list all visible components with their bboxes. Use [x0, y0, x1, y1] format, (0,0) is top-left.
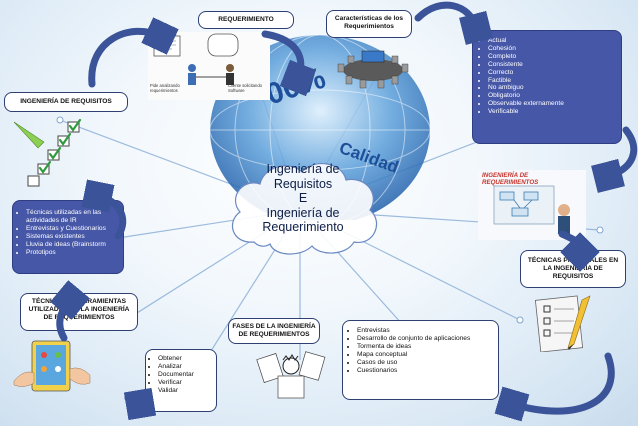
list-item: Entrevistas — [357, 327, 493, 335]
caracteristicas-title-box: Características de los Requerimientos — [326, 10, 412, 38]
arrow-to-ing-requerimientos — [608, 126, 638, 176]
list-item: Completo — [488, 53, 615, 61]
paperwork-person-image — [256, 351, 326, 399]
ing-requisitos-title: INGENIERÍA DE REQUISITOS — [20, 98, 112, 105]
arrow-requerimiento-down — [261, 30, 301, 78]
fases-list-box: Obtener Analizar Documentar Verificar Va… — [145, 349, 217, 412]
center-title: Ingeniería de Requisitos E Ingeniería de… — [236, 162, 370, 235]
list-item: Validar — [158, 387, 213, 395]
center-line-2: Requisitos — [273, 176, 333, 191]
tecnicas-principales-list: Entrevistas Desarrollo de conjunto de ap… — [348, 327, 493, 374]
list-item: Mapa conceptual — [357, 351, 493, 359]
arrow-to-tecnicas-list — [98, 196, 127, 240]
fases-title: FASES DE LA INGENIERÍA DE REQUERIMIENTOS — [232, 323, 316, 338]
arrow-to-caracteristicas — [414, 1, 476, 28]
list-item: Documentar — [158, 371, 213, 379]
list-item: Verificable — [488, 108, 615, 116]
list-item: Casos de uso — [357, 359, 493, 367]
list-item: Entrevistas y Cuestionarios — [26, 225, 119, 233]
arrow-to-tecnicas-herr — [60, 300, 70, 342]
checklist-image — [13, 118, 82, 187]
ing-requisitos-title-box: INGENIERÍA DE REQUISITOS — [4, 92, 128, 112]
tecnicas-principales-list-box: Entrevistas Desarrollo de conjunto de ap… — [342, 320, 499, 400]
list-item: Factible — [488, 77, 615, 85]
list-item: Observable externamente — [488, 100, 615, 108]
list-item: Tormenta de ideas — [357, 343, 493, 351]
center-line-3: E — [298, 191, 308, 206]
requerimiento-title-box: REQUERIMIENTO — [198, 11, 294, 29]
fases-list: Obtener Analizar Documentar Verificar Va… — [149, 355, 213, 395]
arrow-to-fases-list — [128, 398, 140, 412]
ing-requerimientos-image: INGENIERÍA DE REQUERIMIENTOS — [478, 170, 586, 240]
list-item: Lluvia de ideas (Brainstorm — [26, 241, 119, 249]
list-item: Consistente — [488, 61, 615, 69]
clipboard-image — [534, 295, 591, 352]
sketch-left-label: Pide analizando requerimientos — [150, 83, 180, 93]
fases-title-box: FASES DE LA INGENIERÍA DE REQUERIMIENTOS — [228, 318, 320, 344]
list-item: Obligatorio — [488, 92, 615, 100]
list-item: Desarrollo de conjunto de aplicaciones — [357, 335, 493, 343]
tecnicas-list: Técnicas utilizadas en las actividades d… — [17, 209, 119, 256]
sketch-right-label: Cliente solicitando Software — [228, 83, 262, 93]
list-item: Verificar — [158, 379, 213, 387]
caracteristicas-list: Actual Cohesión Completo Consistente Cor… — [479, 37, 615, 116]
list-item: Analizar — [158, 363, 213, 371]
caracteristicas-list-box: Actual Cohesión Completo Consistente Cor… — [472, 30, 622, 144]
meeting-room-image — [337, 50, 409, 89]
list-item: Cuestionarios — [357, 367, 493, 375]
arrow-to-principales-list — [512, 352, 615, 411]
list-item: Actual — [488, 37, 615, 45]
center-cloud-shape — [231, 163, 378, 255]
list-item: Prototipos — [26, 249, 119, 257]
requerimiento-title: REQUERIMIENTO — [218, 16, 274, 23]
list-item: Obtener — [158, 355, 213, 363]
list-item: Cohesión — [488, 45, 615, 53]
caracteristicas-title: Características de los Requerimientos — [334, 15, 404, 30]
center-line-1: Ingeniería de — [266, 162, 340, 176]
list-item: Técnicas utilizadas en las actividades d… — [26, 209, 119, 225]
ing-requerimientos-image-title: INGENIERÍA DE REQUERIMIENTOS — [482, 172, 539, 186]
arrow-to-requerimiento — [88, 31, 160, 88]
list-item: Sistemas existentes — [26, 233, 119, 241]
list-item: No ambiguo — [488, 84, 615, 92]
center-line-4: Ingeniería de — [266, 205, 340, 220]
list-item: Correcto — [488, 69, 615, 77]
center-line-5: Requerimiento — [262, 220, 344, 235]
arrow-to-tecnicas-principales — [558, 230, 582, 252]
tablet-image — [13, 340, 91, 392]
